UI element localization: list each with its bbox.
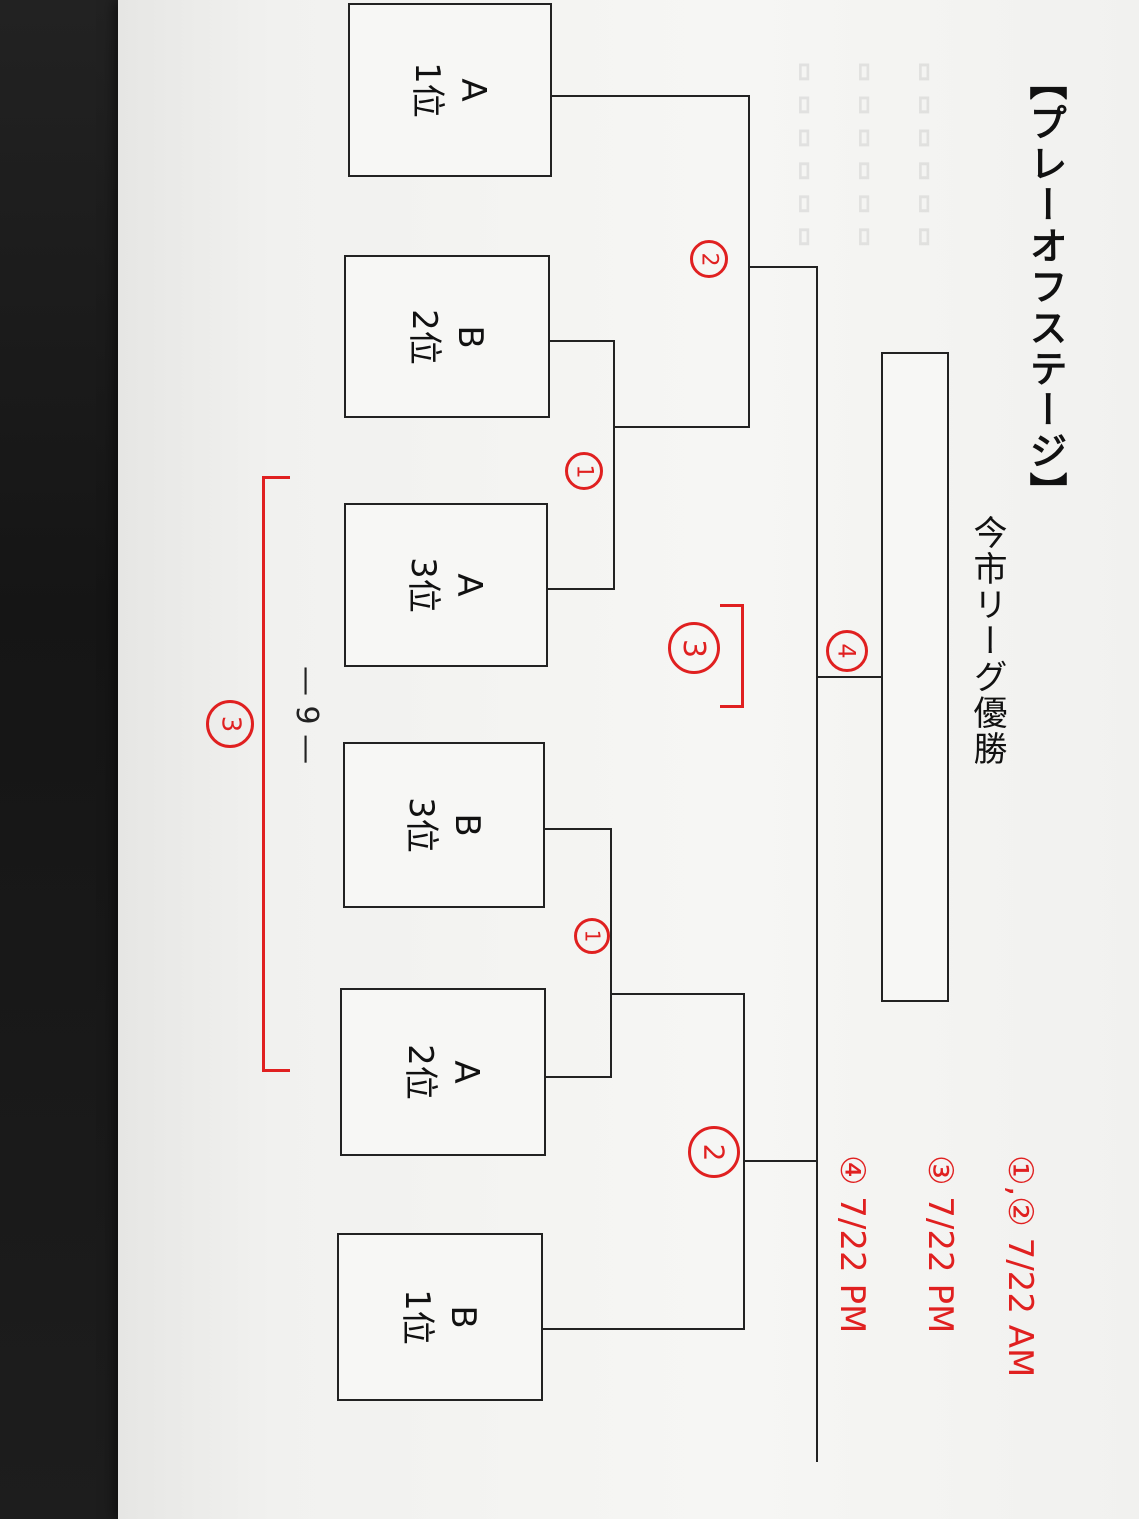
bracket-line (543, 1328, 745, 1330)
bracket-line (816, 266, 818, 1462)
show-through-text: ᄆ ᄆ ᄆ ᄆ ᄆ ᄆ (782, 60, 812, 249)
bracket-line (818, 676, 883, 678)
bracket-line (613, 340, 615, 590)
match-3-mark: 3 (668, 622, 720, 674)
bracket-line (545, 828, 612, 830)
third-place-mark: 3 (206, 700, 254, 748)
match-2-mark-top: 2 (690, 240, 728, 278)
final-box-label: 今市リーグ優勝 (967, 515, 1007, 767)
show-through-text: ᄆ ᄆ ᄆ ᄆ ᄆ ᄆ (902, 60, 932, 249)
match-2-mark-bottom: 2 (688, 1126, 740, 1178)
bracket-line (748, 266, 818, 268)
show-through-text: ᄆ ᄆ ᄆ ᄆ ᄆ ᄆ (842, 60, 872, 249)
match-1-mark-top: 1 (565, 452, 603, 490)
third-place-red-bracket (262, 476, 290, 1072)
schedule-line-2: ③ 7/22 PM (920, 1155, 960, 1334)
bracket-line (548, 588, 615, 590)
bracket-line (745, 1160, 818, 1162)
bracket-line (550, 340, 615, 342)
bracket-line (610, 993, 745, 995)
bracket-line (610, 828, 612, 1078)
match-3-red-bracket (720, 604, 744, 708)
schedule-line-3: ④ 7/22 PM (832, 1155, 872, 1334)
bracket-line (613, 426, 750, 428)
bracket-line (546, 1076, 612, 1078)
bracket-line (748, 95, 750, 428)
schedule-line-1: ①,② 7/22 AM (1000, 1155, 1040, 1378)
bracket-line (552, 95, 750, 97)
page-title: 【プレーオフステージ】 (1023, 62, 1067, 513)
third-place-note: — 9 — (289, 666, 324, 765)
background (0, 0, 135, 1519)
bracket-line (743, 993, 745, 1330)
final-box (881, 352, 949, 1002)
match-1-mark-bottom: 1 (574, 918, 610, 954)
match-4-mark: 4 (826, 630, 868, 672)
paper-sheet: ᄆ ᄆ ᄆ ᄆ ᄆ ᄆ ᄆ ᄆ ᄆ ᄆ ᄆ ᄆ ᄆ ᄆ ᄆ ᄆ ᄆ ᄆ (118, 0, 1139, 1519)
